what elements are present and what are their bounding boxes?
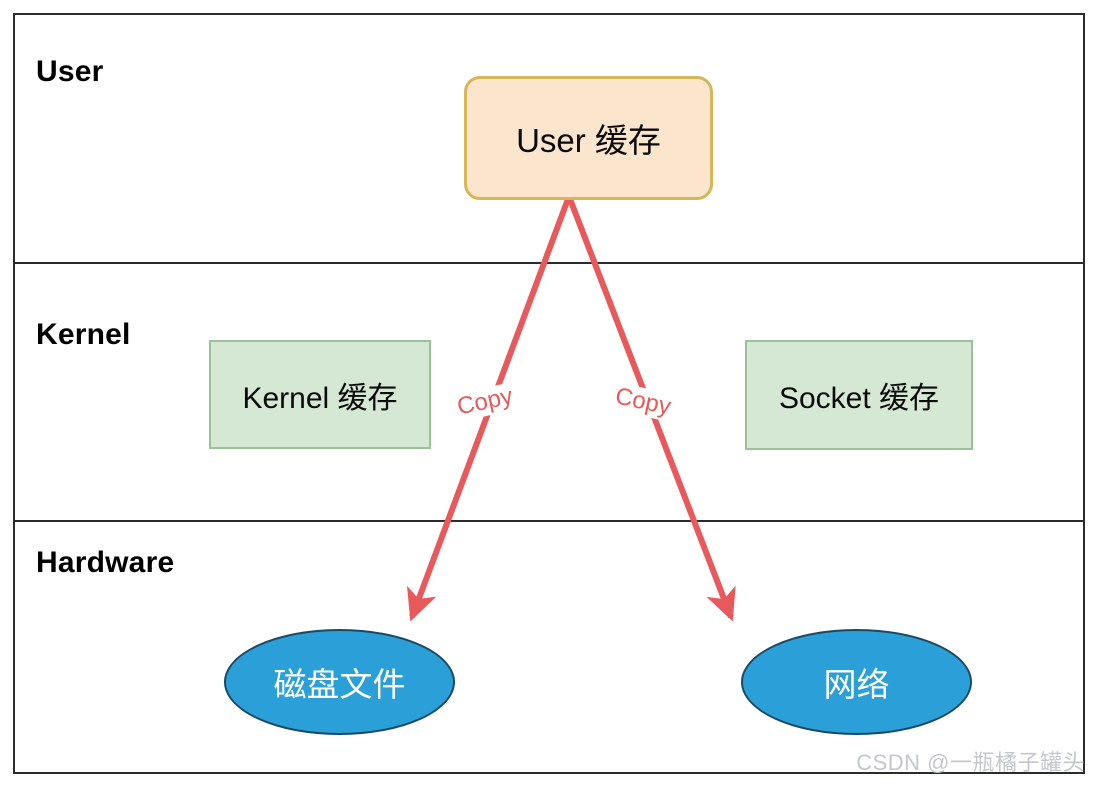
band-label-user: User bbox=[36, 55, 104, 88]
band-divider-hardware bbox=[13, 520, 1085, 522]
band-label-kernel: Kernel bbox=[36, 318, 131, 351]
node-socket-buffer[interactable]: Socket 缓存 bbox=[745, 340, 973, 450]
node-network[interactable]: 网络 bbox=[741, 629, 972, 735]
node-disk-file[interactable]: 磁盘文件 bbox=[224, 629, 455, 735]
band-divider-kernel bbox=[13, 262, 1085, 264]
node-user-buffer[interactable]: User 缓存 bbox=[464, 76, 713, 200]
node-kernel-buffer[interactable]: Kernel 缓存 bbox=[209, 340, 431, 449]
watermark-text: CSDN @一瓶橘子罐头 bbox=[856, 750, 1085, 775]
band-label-hardware: Hardware bbox=[36, 546, 175, 579]
